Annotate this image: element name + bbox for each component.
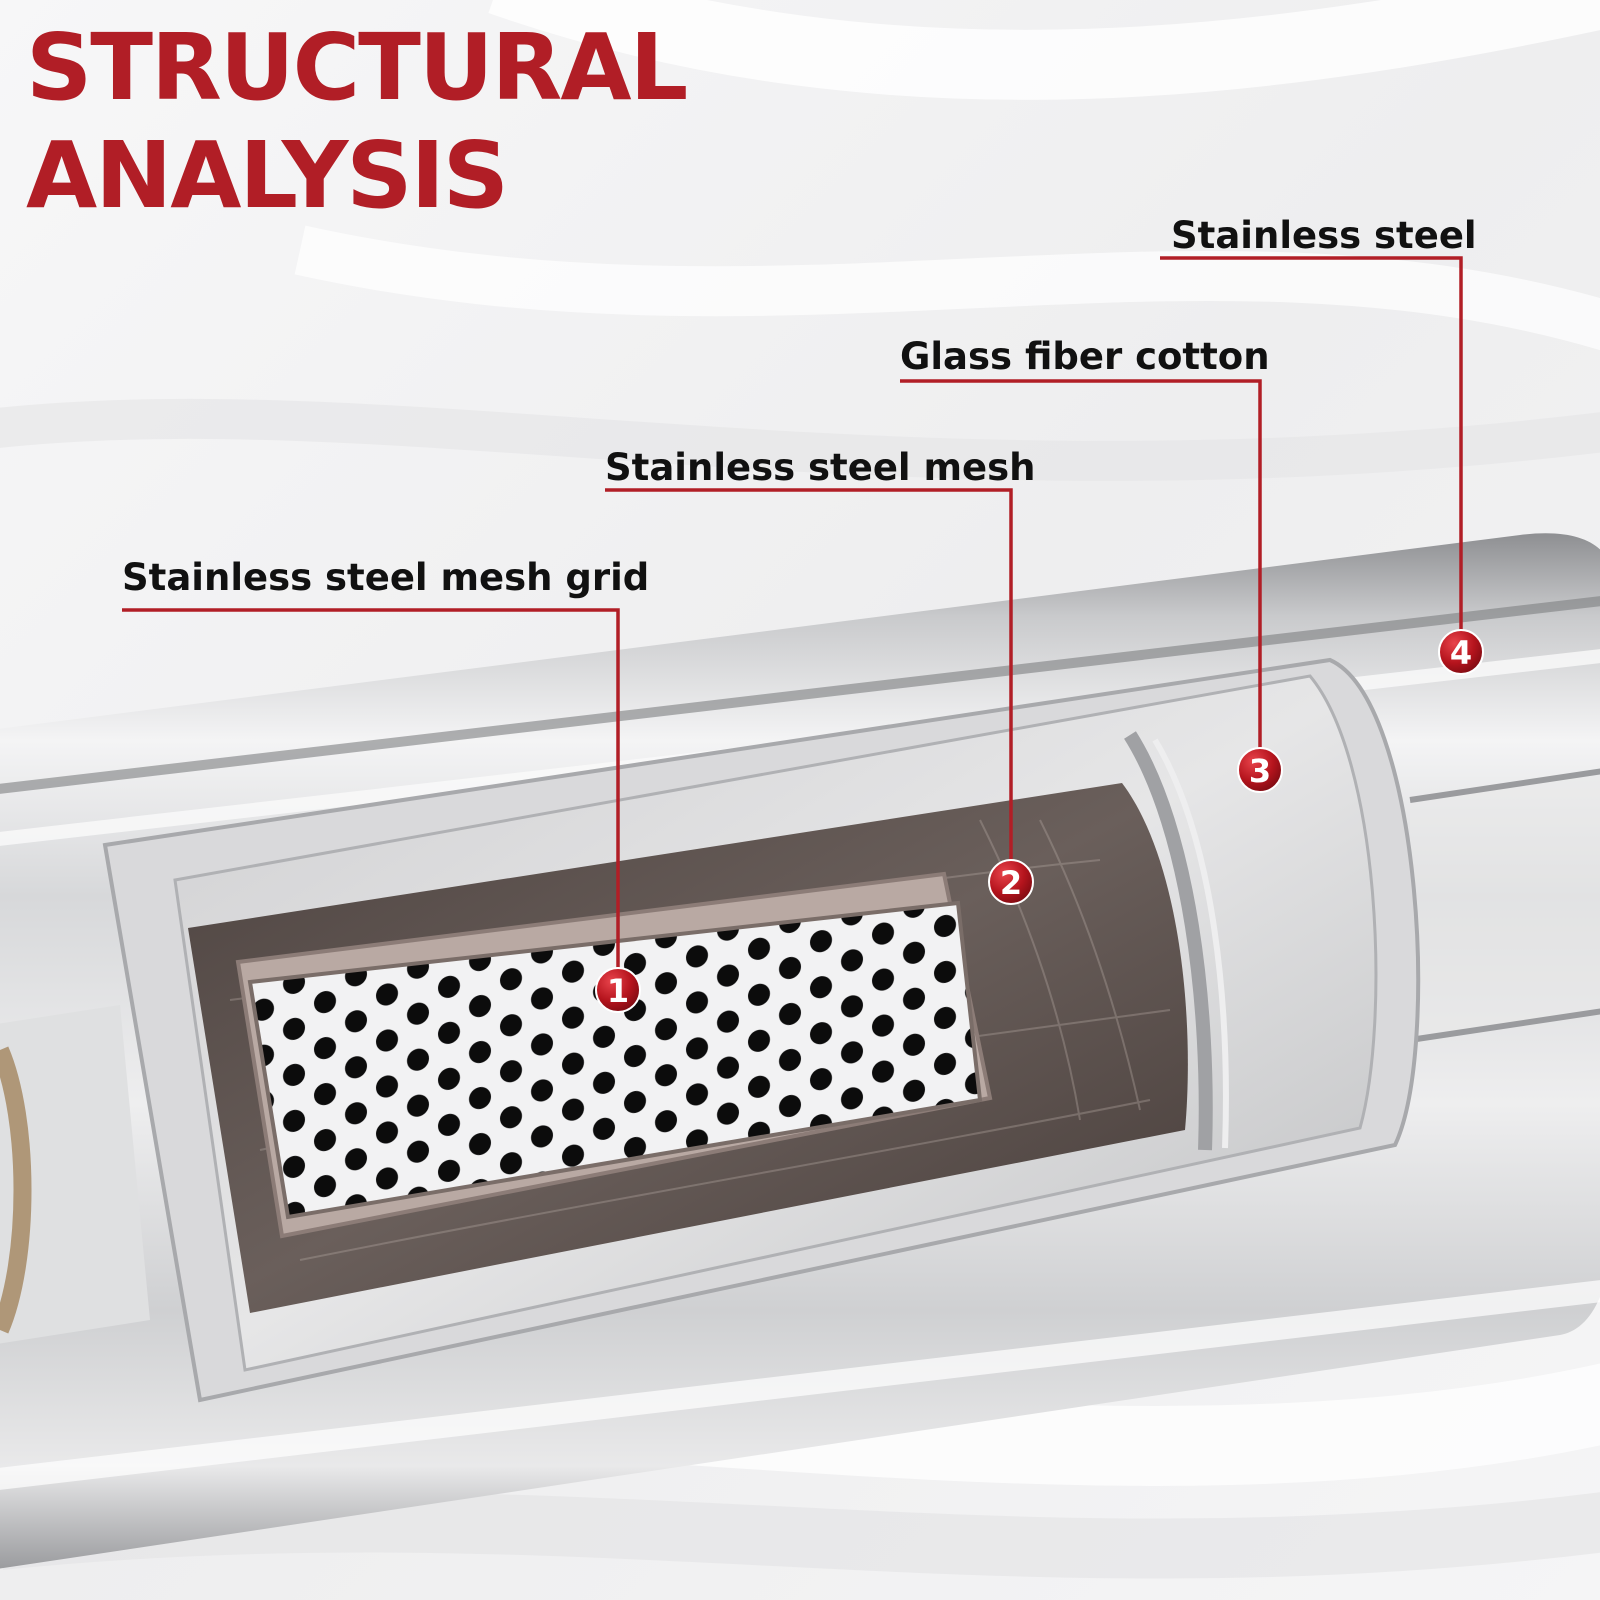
page-title-line-1: STRUCTURAL	[26, 14, 688, 121]
badge-number-1: 1	[607, 972, 629, 1010]
badge-1: 1	[595, 967, 641, 1013]
badge-number-3: 3	[1249, 752, 1271, 790]
leader-line-2	[605, 488, 1013, 880]
page-title-line-2: ANALYSIS	[26, 122, 509, 229]
badge-4: 4	[1438, 629, 1484, 675]
badge-3: 3	[1237, 747, 1283, 793]
callout-label-mesh-grid: Stainless steel mesh grid	[122, 556, 650, 599]
callout-label-steel-mesh: Stainless steel mesh	[605, 446, 1036, 489]
callout-label-glass-fiber: Glass fiber cotton	[900, 335, 1270, 378]
badge-number-4: 4	[1450, 634, 1472, 672]
badge-number-2: 2	[1000, 864, 1022, 902]
badge-2: 2	[988, 859, 1034, 905]
leader-line-1	[122, 608, 620, 985]
callout-label-stainless-steel: Stainless steel	[1171, 214, 1477, 257]
leader-line-3	[900, 379, 1262, 770]
leader-line-4	[1160, 256, 1463, 650]
